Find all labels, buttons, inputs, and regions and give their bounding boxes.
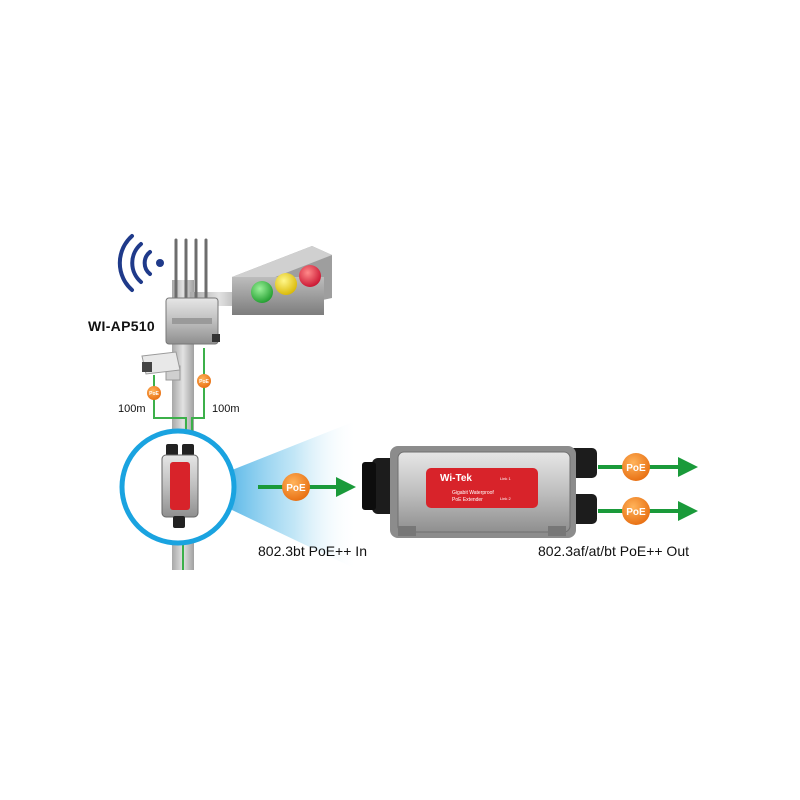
svg-text:Link 2: Link 2: [500, 496, 511, 501]
output-arrow-1: [598, 453, 698, 481]
small-poe-badge-left: [147, 386, 161, 400]
output-poe-text-1: PoE: [626, 463, 646, 474]
red-lamp: [299, 265, 321, 287]
wifi-icon: [117, 234, 164, 292]
antennas: [174, 238, 208, 302]
small-poe-badge-right: [197, 374, 211, 388]
input-arrow: [258, 473, 356, 501]
yellow-lamp: [275, 273, 297, 295]
cable-length-right: 100m: [212, 403, 240, 415]
output-caption: 802.3af/at/bt PoE++ Out: [538, 543, 689, 559]
green-lamp: [251, 281, 273, 303]
small-poe-text-left: PoE: [149, 391, 159, 397]
extender-label: [426, 468, 538, 508]
access-point-device: [165, 297, 220, 345]
security-camera: [141, 351, 181, 381]
output-poe-badge-2: [622, 497, 650, 525]
small-poe-text-right: PoE: [199, 379, 209, 385]
input-poe-badge: [282, 473, 310, 501]
access-point-model-label: WI-AP510: [88, 318, 155, 334]
traffic-light: [232, 246, 332, 315]
output-poe-badge-1: [622, 453, 650, 481]
svg-text:Link 1: Link 1: [500, 476, 511, 481]
svg-text:Gigabit Waterproof: Gigabit Waterproof: [452, 490, 494, 496]
extender-label-text: Wi-Tek Gigabit Waterproof PoE Extender L…: [440, 473, 511, 503]
output-arrow-2: [598, 497, 698, 525]
output-poe-text-2: PoE: [626, 507, 646, 518]
poe-extender-device: [362, 446, 597, 538]
svg-text:PoE Extender: PoE Extender: [452, 497, 483, 503]
input-caption: 802.3bt PoE++ In: [258, 543, 367, 559]
input-poe-text: PoE: [286, 483, 306, 494]
cable-length-left: 100m: [118, 403, 146, 415]
small-extender: [161, 444, 199, 528]
svg-text:Wi-Tek: Wi-Tek: [440, 473, 472, 484]
